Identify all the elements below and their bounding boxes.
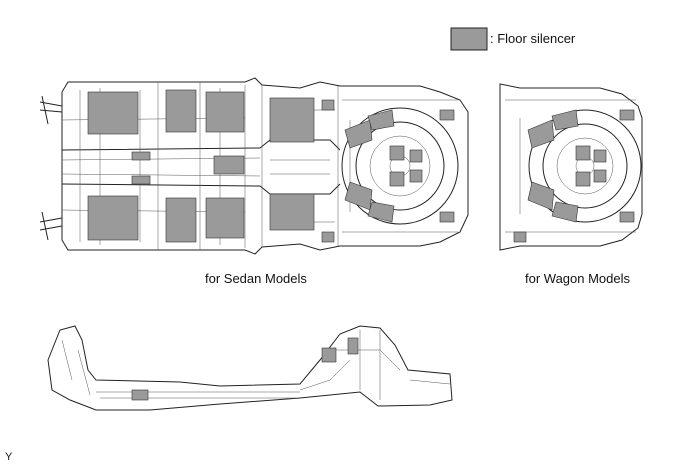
legend-swatch: [450, 27, 488, 51]
sedan-floor-view: [39, 77, 469, 255]
legend-label: : Floor silencer: [490, 31, 576, 46]
wagon-caption: for Wagon Models: [525, 271, 631, 286]
figure-code: Y: [5, 451, 13, 463]
wagon-floor-view: [499, 83, 643, 251]
side-view: [47, 325, 453, 411]
sedan-caption: for Sedan Models: [205, 271, 307, 286]
